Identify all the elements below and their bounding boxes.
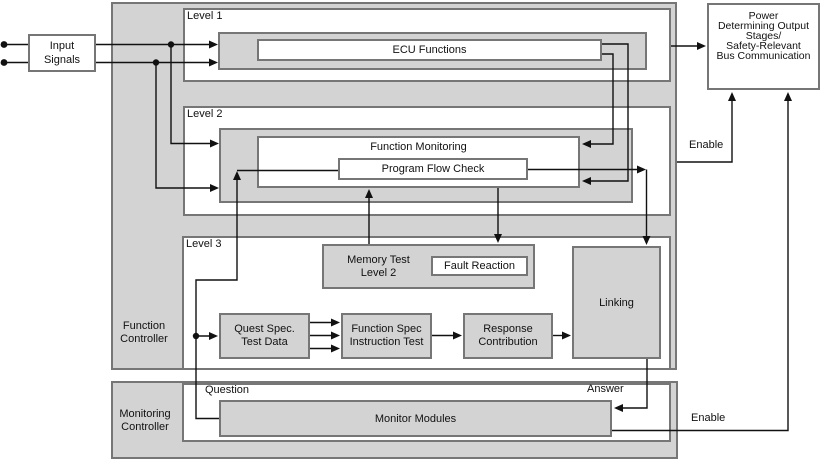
level3-label: Level 3	[186, 238, 222, 250]
input-signals-block: Input Signals	[28, 34, 96, 72]
quest-spec-test-data-label: Quest Spec. Test Data	[234, 322, 295, 349]
ecu-functions-block: ECU Functions	[257, 39, 602, 61]
response-contribution-label: Response Contribution	[478, 322, 538, 349]
program-flow-check-label: Program Flow Check	[381, 163, 485, 175]
enable-level1-label: Enable	[689, 139, 724, 151]
answer-label: Answer	[587, 383, 624, 395]
function-monitoring-label: Function Monitoring	[370, 141, 467, 153]
program-flow-check-block: Program Flow Check	[338, 158, 528, 180]
level1-label: Level 1	[187, 10, 223, 22]
response-contribution-block: Response Contribution	[463, 313, 553, 359]
monitor-modules-block: Monitor Modules	[219, 400, 612, 437]
monitor-modules-label: Monitor Modules	[374, 412, 457, 425]
ecu-functions-label: ECU Functions	[392, 44, 467, 56]
power-output-stages-block: Power Determining Output Stages/ Safety-…	[707, 3, 820, 90]
linking-label: Linking	[599, 296, 634, 309]
quest-spec-test-data-block: Quest Spec. Test Data	[219, 313, 310, 359]
question-label: Question	[205, 384, 250, 396]
linking-block: Linking	[572, 246, 661, 359]
input1-terminal-dot	[0, 41, 8, 48]
memory-test-label: Memory Test Level 2	[347, 253, 410, 279]
monitoring-controller-label: Monitoring Controller	[119, 408, 171, 433]
fault-reaction-label: Fault Reaction	[444, 260, 515, 272]
level2-label: Level 2	[187, 108, 223, 120]
function-spec-instruction-test-block: Function Spec Instruction Test	[341, 313, 432, 359]
function-spec-instruction-test-label: Function Spec Instruction Test	[349, 322, 424, 349]
fault-reaction-block: Fault Reaction	[431, 256, 528, 276]
function-controller-label: Function Controller	[120, 320, 168, 345]
enable-monitor-label: Enable	[691, 412, 726, 424]
input-signals-label: Input Signals	[43, 40, 81, 66]
power-output-stages-label: Power Determining Output Stages/ Safety-…	[716, 10, 811, 62]
input2-terminal-dot	[0, 59, 8, 66]
